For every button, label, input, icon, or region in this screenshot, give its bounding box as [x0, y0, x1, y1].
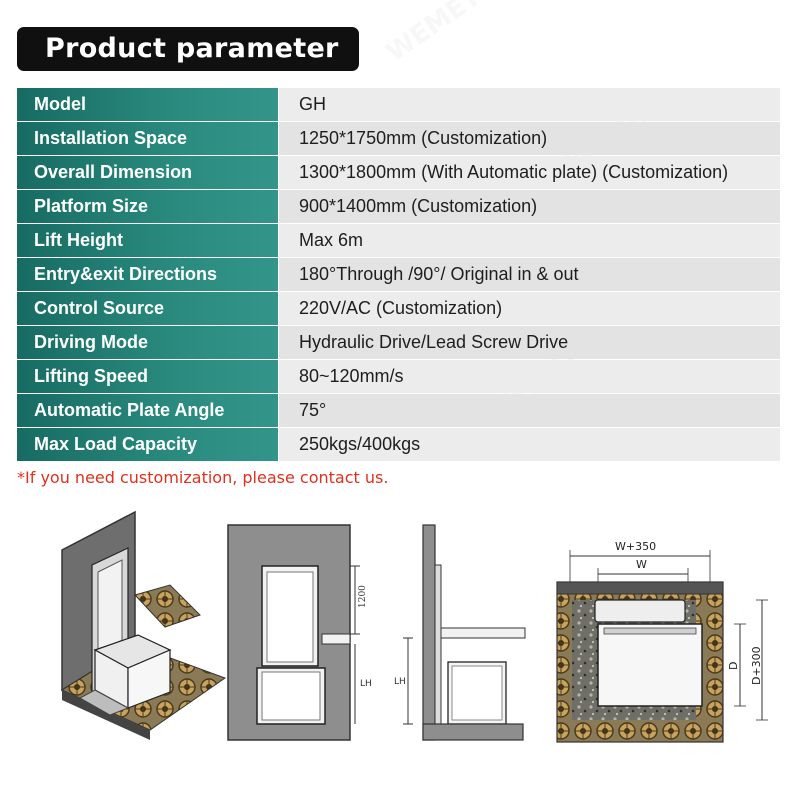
row-value: 1250*1750mm (Customization) — [279, 122, 780, 155]
watermark: WEMET — [381, 0, 487, 69]
row-key: Max Load Capacity — [17, 428, 278, 461]
row-value: 75° — [279, 394, 780, 427]
row-value: 180°Through /90°/ Original in & out — [279, 258, 780, 291]
row-key: Overall Dimension — [17, 156, 278, 189]
front-elevation-view: 1200 LH — [227, 524, 372, 741]
top-width-outer-label: W+350 — [615, 540, 656, 553]
row-key: Lift Height — [17, 224, 278, 257]
row-value: 220V/AC (Customization) — [279, 292, 780, 325]
row-value: GH — [279, 88, 780, 121]
top-plan-view: W+350 W D D+300 — [556, 540, 768, 743]
top-width-inner-label: W — [636, 558, 647, 571]
side-elevation-view: LH — [394, 524, 526, 741]
dimension-lh-label: LH — [360, 679, 372, 689]
page-title: Product parameter — [17, 27, 359, 71]
customization-note: *If you need customization, please conta… — [17, 468, 389, 487]
row-value: 900*1400mm (Customization) — [279, 190, 780, 223]
row-key: Control Source — [17, 292, 278, 325]
top-depth-outer-label: D+300 — [750, 646, 763, 685]
row-key: Installation Space — [17, 122, 278, 155]
row-key: Lifting Speed — [17, 360, 278, 393]
top-depth-inner-label: D — [727, 662, 740, 670]
row-value: 1300*1800mm (With Automatic plate) (Cust… — [279, 156, 780, 189]
technical-drawings: 1200 LH LH W+350 W D — [60, 510, 768, 743]
row-key: Platform Size — [17, 190, 278, 223]
side-dimension-lh-label: LH — [394, 677, 406, 687]
dimension-1200-label: 1200 — [358, 585, 368, 608]
row-value: 80~120mm/s — [279, 360, 780, 393]
row-key: Entry&exit Directions — [17, 258, 278, 291]
isometric-lift-view — [60, 510, 227, 740]
row-value: Max 6m — [279, 224, 780, 257]
row-key: Automatic Plate Angle — [17, 394, 278, 427]
row-key: Driving Mode — [17, 326, 278, 359]
row-key: Model — [17, 88, 278, 121]
row-value: Hydraulic Drive/Lead Screw Drive — [279, 326, 780, 359]
row-value: 250kgs/400kgs — [279, 428, 780, 461]
